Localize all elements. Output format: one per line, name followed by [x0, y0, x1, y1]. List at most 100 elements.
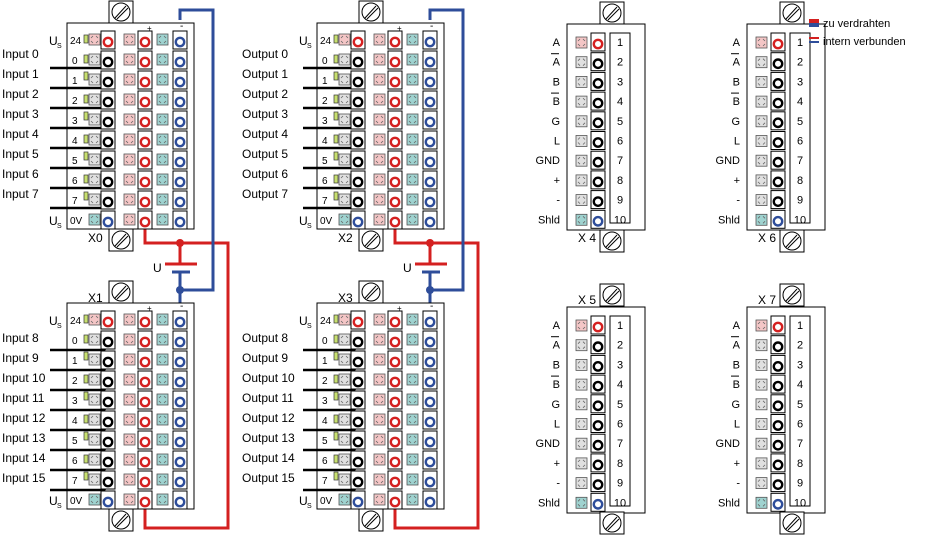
terminal-pin[interactable]	[590, 150, 606, 170]
terminal-signal[interactable]	[100, 50, 116, 70]
terminal-plus[interactable]	[387, 70, 403, 90]
terminal-minus[interactable]	[172, 450, 188, 470]
terminal-signal[interactable]	[350, 450, 366, 470]
terminal-signal[interactable]	[350, 170, 366, 190]
terminal-plus[interactable]	[387, 190, 403, 210]
terminal-minus[interactable]	[172, 70, 188, 90]
terminal-minus[interactable]	[422, 470, 438, 490]
terminal-pin[interactable]	[770, 374, 786, 394]
terminal-plus[interactable]	[137, 50, 153, 70]
terminal-signal[interactable]	[100, 90, 116, 110]
terminal-pin[interactable]	[590, 473, 606, 493]
terminal-signal[interactable]	[350, 210, 366, 230]
terminal-pin[interactable]	[590, 414, 606, 433]
terminal-pin[interactable]	[590, 91, 606, 111]
terminal-signal[interactable]	[100, 170, 116, 190]
terminal-signal[interactable]	[100, 330, 116, 350]
terminal-signal[interactable]	[350, 130, 366, 150]
terminal-plus[interactable]	[387, 330, 403, 350]
terminal-minus[interactable]	[422, 370, 438, 390]
terminal-plus[interactable]	[137, 150, 153, 170]
terminal-pin[interactable]	[590, 453, 606, 473]
terminal-plus[interactable]	[137, 430, 153, 450]
terminal-plus[interactable]	[387, 490, 403, 510]
terminal-plus[interactable]	[137, 370, 153, 390]
terminal-plus[interactable]	[387, 450, 403, 470]
terminal-pin[interactable]	[770, 32, 786, 52]
terminal-plus[interactable]	[387, 390, 403, 410]
terminal-pin[interactable]	[770, 473, 786, 493]
terminal-plus[interactable]	[387, 430, 403, 450]
terminal-minus[interactable]	[422, 450, 438, 470]
terminal-minus[interactable]	[422, 430, 438, 450]
terminal-minus[interactable]	[172, 150, 188, 170]
terminal-pin[interactable]	[770, 150, 786, 170]
terminal-pin[interactable]	[770, 414, 786, 433]
terminal-signal[interactable]	[350, 70, 366, 90]
terminal-plus[interactable]	[387, 50, 403, 70]
terminal-plus[interactable]	[387, 30, 403, 50]
terminal-signal[interactable]	[100, 110, 116, 130]
terminal-plus[interactable]	[387, 410, 403, 430]
terminal-pin[interactable]	[590, 394, 606, 414]
terminal-plus[interactable]	[137, 330, 153, 350]
terminal-pin[interactable]	[590, 315, 606, 335]
terminal-plus[interactable]	[387, 90, 403, 110]
terminal-minus[interactable]	[422, 170, 438, 190]
terminal-pin[interactable]	[590, 170, 606, 190]
terminal-plus[interactable]	[387, 350, 403, 370]
terminal-minus[interactable]	[172, 50, 188, 70]
terminal-plus[interactable]	[137, 190, 153, 210]
terminal-plus[interactable]	[137, 470, 153, 490]
terminal-signal[interactable]	[350, 110, 366, 130]
terminal-minus[interactable]	[422, 210, 438, 230]
terminal-minus[interactable]	[422, 30, 438, 50]
terminal-pin[interactable]	[770, 354, 786, 374]
terminal-minus[interactable]	[172, 190, 188, 210]
terminal-pin[interactable]	[770, 453, 786, 473]
terminal-plus[interactable]	[387, 310, 403, 330]
terminal-pin[interactable]	[590, 209, 606, 229]
terminal-pin[interactable]	[770, 131, 786, 150]
terminal-signal[interactable]	[350, 150, 366, 170]
terminal-minus[interactable]	[172, 30, 188, 50]
terminal-minus[interactable]	[422, 330, 438, 350]
terminal-signal[interactable]	[350, 490, 366, 510]
terminal-minus[interactable]	[422, 410, 438, 430]
terminal-pin[interactable]	[770, 335, 786, 355]
terminal-minus[interactable]	[422, 490, 438, 510]
terminal-signal[interactable]	[350, 330, 366, 350]
terminal-pin[interactable]	[770, 170, 786, 190]
terminal-minus[interactable]	[172, 170, 188, 190]
terminal-pin[interactable]	[590, 32, 606, 52]
terminal-pin[interactable]	[590, 354, 606, 374]
terminal-minus[interactable]	[172, 210, 188, 230]
terminal-pin[interactable]	[590, 335, 606, 355]
terminal-pin[interactable]	[590, 374, 606, 394]
terminal-plus[interactable]	[137, 310, 153, 330]
terminal-pin[interactable]	[590, 492, 606, 512]
terminal-signal[interactable]	[100, 490, 116, 510]
terminal-plus[interactable]	[387, 470, 403, 490]
terminal-plus[interactable]	[137, 210, 153, 230]
terminal-signal[interactable]	[100, 70, 116, 90]
terminal-pin[interactable]	[590, 111, 606, 131]
terminal-signal[interactable]	[350, 50, 366, 70]
terminal-plus[interactable]	[137, 490, 153, 510]
terminal-plus[interactable]	[137, 390, 153, 410]
terminal-signal[interactable]	[100, 370, 116, 390]
terminal-plus[interactable]	[137, 350, 153, 370]
terminal-pin[interactable]	[770, 52, 786, 72]
terminal-plus[interactable]	[137, 30, 153, 50]
terminal-minus[interactable]	[172, 310, 188, 330]
terminal-minus[interactable]	[172, 470, 188, 490]
terminal-pin[interactable]	[770, 190, 786, 210]
terminal-pin[interactable]	[770, 315, 786, 335]
terminal-minus[interactable]	[422, 70, 438, 90]
terminal-plus[interactable]	[137, 410, 153, 430]
terminal-minus[interactable]	[422, 50, 438, 70]
terminal-plus[interactable]	[137, 70, 153, 90]
terminal-plus[interactable]	[387, 210, 403, 230]
terminal-minus[interactable]	[172, 130, 188, 150]
terminal-minus[interactable]	[172, 350, 188, 370]
